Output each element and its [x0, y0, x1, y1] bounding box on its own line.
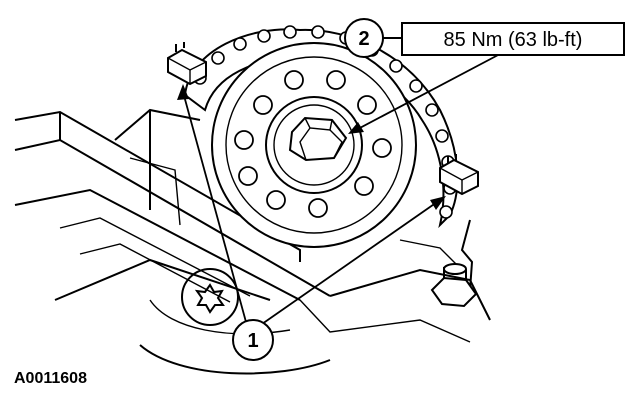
torx-plug [181, 268, 239, 326]
callout-2-number: 2 [358, 28, 369, 50]
figure-id: A0011608 [14, 370, 87, 387]
callout-1-bubble [232, 319, 274, 361]
arrowhead-icon [430, 196, 446, 210]
hex-bolt [430, 263, 478, 308]
cap-bolt-right [439, 154, 479, 196]
callout-1-number: 1 [247, 330, 258, 352]
arrowhead-icon [348, 122, 364, 134]
torque-spec-label: 85 Nm (63 lb-ft) [444, 29, 583, 51]
cap-bolt-left [167, 42, 207, 86]
torque-label-box [401, 22, 625, 56]
callout-2-leader [348, 53, 501, 134]
sprocket-holes [234, 70, 392, 218]
callout-1: 1 [232, 319, 274, 361]
arrowhead-icon [177, 84, 189, 100]
callout-2: 2 85 Nm (63 lb-ft) [344, 18, 625, 58]
callout-1-leaders [177, 84, 446, 325]
center-bolt [288, 116, 348, 162]
